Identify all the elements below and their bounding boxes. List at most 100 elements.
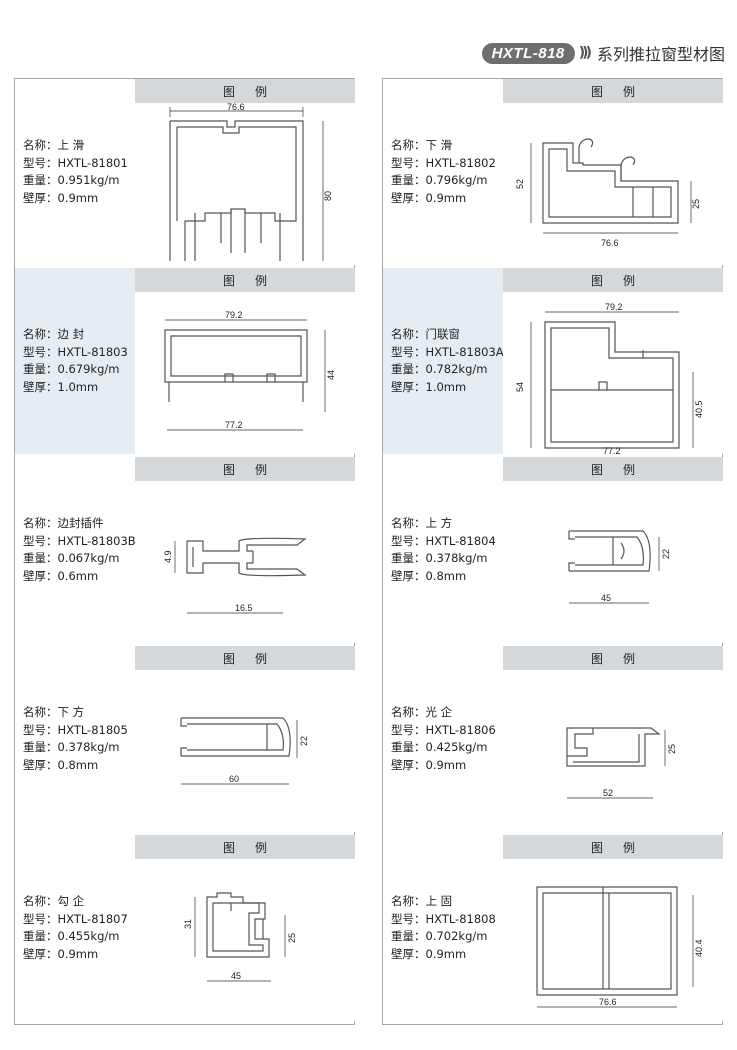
dimension-label: 16.5 xyxy=(235,603,253,613)
profile-weight: 重量：0.951kg/m xyxy=(23,173,120,187)
profile-thickness: 壁厚：1.0mm xyxy=(23,379,99,394)
profile-name: 名称：边 封 xyxy=(23,327,85,341)
profile-drawing: 25 52 xyxy=(566,727,677,799)
profile-drawing: 31 25 45 xyxy=(183,892,297,982)
profile-model: 型号：HXTL-81804 xyxy=(391,533,496,548)
legend-header: 图例 xyxy=(503,835,723,859)
profile-card-81807: 名称：勾 企 型号：HXTL-81807 重量：0.455kg/m 壁厚：0.9… xyxy=(15,835,355,1021)
dimension-label: 25 xyxy=(287,933,297,943)
dimension-label: 45 xyxy=(601,593,611,603)
profile-name: 名称：上 方 xyxy=(391,516,453,530)
profile-weight: 重量：0.702kg/m xyxy=(391,929,488,943)
profile-thickness: 壁厚：0.9mm xyxy=(391,757,467,772)
dimension-label: 22 xyxy=(661,549,671,559)
legend-header: 图例 xyxy=(135,835,355,859)
profile-figure: 79.2 44 77.2 xyxy=(135,292,355,454)
profile-info: 名称：边 封 型号：HXTL-81803 重量：0.679kg/m 壁厚：1.0… xyxy=(23,268,147,454)
profile-figure: 40.4 76.6 xyxy=(503,859,723,1021)
legend-header: 图例 xyxy=(503,646,723,670)
profile-card-81801: 名称：上 滑 型号：HXTL-81801 重量：0.951kg/m 壁厚：0.9… xyxy=(15,79,355,265)
profile-card-81803: 名称：边 封 型号：HXTL-81803 重量：0.679kg/m 壁厚：1.0… xyxy=(15,268,355,454)
dimension-label: 80 xyxy=(323,191,333,201)
profile-card-81806: 名称：光 企 型号：HXTL-81806 重量：0.425kg/m 壁厚：0.9… xyxy=(383,646,723,832)
profile-model: 型号：HXTL-81806 xyxy=(391,722,496,737)
page-title: 系列推拉窗型材图 xyxy=(596,45,725,64)
series-badge: HXTL-818 xyxy=(481,42,575,64)
chevron-right-icon: ))) xyxy=(578,45,592,61)
legend-header: 图例 xyxy=(503,457,723,481)
profile-drawing: 22 60 xyxy=(180,717,309,785)
profile-weight: 重量：0.425kg/m xyxy=(391,740,488,754)
profile-model: 型号：HXTL-81801 xyxy=(23,155,128,170)
dimension-label: 52 xyxy=(515,179,525,189)
profile-info: 名称：下 滑 型号：HXTL-81802 重量：0.796kg/m 壁厚：0.9… xyxy=(391,79,515,265)
profile-weight: 重量：0.796kg/m xyxy=(391,173,488,187)
profile-card-81803a: 名称：门联窗 型号：HXTL-81803A 重量：0.782kg/m 壁厚：1.… xyxy=(383,268,723,454)
dimension-label: 52 xyxy=(603,788,613,798)
profile-weight: 重量：0.782kg/m xyxy=(391,362,488,376)
dimension-label: 31 xyxy=(183,919,193,929)
legend-header: 图例 xyxy=(135,79,355,103)
profile-figure: 4.9 16.5 xyxy=(135,481,355,643)
dimension-label: 76.6 xyxy=(227,103,245,112)
profile-drawing: 4.9 16.5 xyxy=(163,537,307,614)
profile-name: 名称：边封插件 xyxy=(23,516,104,530)
profile-thickness: 壁厚：0.9mm xyxy=(23,946,99,961)
dimension-label: 60 xyxy=(229,774,239,784)
profile-figure: 76.6 80 xyxy=(135,103,355,265)
dimension-label: 22 xyxy=(299,736,309,746)
profile-figure: 52 25 76.6 xyxy=(503,103,723,265)
profile-model: 型号：HXTL-81808 xyxy=(391,911,496,926)
profile-drawing: 79.2 54 40.5 77.2 xyxy=(515,302,704,454)
profile-weight: 重量：0.067kg/m xyxy=(23,551,120,565)
profile-drawing: 40.4 76.6 xyxy=(536,886,704,1008)
profile-card-81808: 名称：上 固 型号：HXTL-81808 重量：0.702kg/m 壁厚：0.9… xyxy=(383,835,723,1021)
dimension-label: 54 xyxy=(515,382,525,392)
page-header: HXTL-818 ))) 系列推拉窗型材图 xyxy=(481,40,725,66)
legend-header: 图例 xyxy=(135,268,355,292)
profile-drawing: 76.6 80 xyxy=(169,103,333,261)
profile-model: 型号：HXTL-81803 xyxy=(23,344,128,359)
dimension-label: 79.2 xyxy=(605,302,623,312)
dimension-label: 79.2 xyxy=(225,310,243,320)
grid-line xyxy=(14,78,15,1024)
profile-weight: 重量：0.378kg/m xyxy=(391,551,488,565)
profile-figure: 25 52 xyxy=(503,670,723,832)
profile-info: 名称：勾 企 型号：HXTL-81807 重量：0.455kg/m 壁厚：0.9… xyxy=(23,835,147,1021)
profile-thickness: 壁厚：0.9mm xyxy=(391,190,467,205)
profile-card-81804: 名称：上 方 型号：HXTL-81804 重量：0.378kg/m 壁厚：0.8… xyxy=(383,457,723,643)
legend-header: 图例 xyxy=(503,268,723,292)
legend-header: 图例 xyxy=(135,646,355,670)
legend-header: 图例 xyxy=(135,457,355,481)
profile-name: 名称：下 方 xyxy=(23,705,85,719)
profile-drawing: 52 25 76.6 xyxy=(515,138,701,248)
profile-drawing: 79.2 44 77.2 xyxy=(164,310,336,431)
profile-info: 名称：光 企 型号：HXTL-81806 重量：0.425kg/m 壁厚：0.9… xyxy=(391,646,515,832)
profile-figure: 79.2 54 40.5 77.2 xyxy=(503,292,723,454)
profile-name: 名称：勾 企 xyxy=(23,894,85,908)
profile-name: 名称：上 滑 xyxy=(23,138,85,152)
profile-name: 名称：门联窗 xyxy=(391,327,460,341)
legend-header: 图例 xyxy=(503,79,723,103)
grid-line xyxy=(382,78,383,1024)
dimension-label: 25 xyxy=(691,199,701,209)
dimension-label: 45 xyxy=(231,971,241,981)
dimension-label: 40.5 xyxy=(694,400,704,418)
profile-info: 名称：门联窗 型号：HXTL-81803A 重量：0.782kg/m 壁厚：1.… xyxy=(391,268,515,454)
profile-info: 名称：边封插件 型号：HXTL-81803B 重量：0.067kg/m 壁厚：0… xyxy=(23,457,147,643)
grid-line xyxy=(14,1024,355,1025)
profile-model: 型号：HXTL-81803B xyxy=(23,533,136,548)
profile-card-81803b: 名称：边封插件 型号：HXTL-81803B 重量：0.067kg/m 壁厚：0… xyxy=(15,457,355,643)
profile-thickness: 壁厚：0.8mm xyxy=(391,568,467,583)
dimension-label: 25 xyxy=(667,744,677,754)
grid-line xyxy=(382,78,723,79)
profile-name: 名称：下 滑 xyxy=(391,138,453,152)
profile-info: 名称：上 滑 型号：HXTL-81801 重量：0.951kg/m 壁厚：0.9… xyxy=(23,79,147,265)
profile-figure: 22 45 xyxy=(503,481,723,643)
dimension-label: 77.2 xyxy=(603,446,621,454)
profile-card-81802: 名称：下 滑 型号：HXTL-81802 重量：0.796kg/m 壁厚：0.9… xyxy=(383,79,723,265)
profile-info: 名称：下 方 型号：HXTL-81805 重量：0.378kg/m 壁厚：0.8… xyxy=(23,646,147,832)
profile-model: 型号：HXTL-81803A xyxy=(391,344,504,359)
profile-card-81805: 名称：下 方 型号：HXTL-81805 重量：0.378kg/m 壁厚：0.8… xyxy=(15,646,355,832)
profile-thickness: 壁厚：1.0mm xyxy=(391,379,467,394)
